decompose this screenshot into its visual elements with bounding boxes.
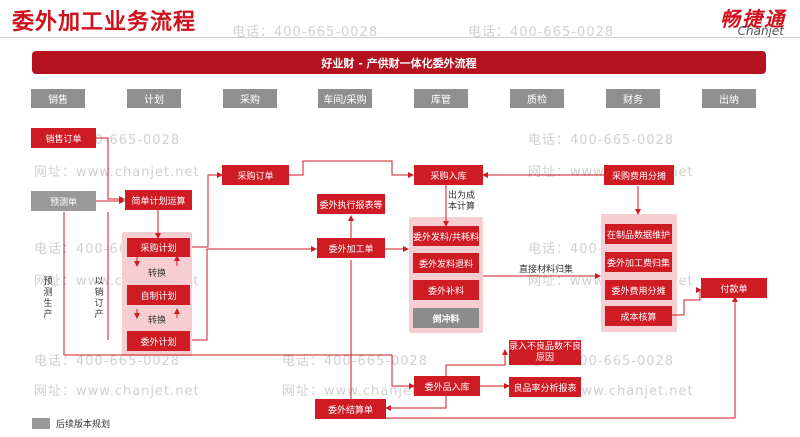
- outsource-settlement-box[interactable]: 委外结算单: [315, 399, 386, 419]
- dept-cashier: 出纳: [702, 89, 756, 108]
- processing-fee-box[interactable]: 委外加工费归集: [605, 252, 672, 272]
- write-off-material-box[interactable]: 倒冲料: [413, 308, 479, 328]
- legend-swatch: [32, 418, 50, 429]
- flow-banner: 好业财 - 产供财一体化委外流程: [32, 51, 766, 74]
- dept-planning: 计划: [127, 89, 181, 108]
- watermark-phone: 电话：400-665-0028: [468, 25, 615, 40]
- brand-logo-en: Chanjet: [737, 24, 784, 38]
- fee-allocation-box[interactable]: 委外费用分摊: [605, 280, 672, 300]
- self-plan-box[interactable]: 自制计划: [127, 285, 190, 305]
- wip-maintenance-box[interactable]: 在制品数据维护: [605, 224, 672, 244]
- sales-order-box[interactable]: 销售订单: [31, 128, 96, 148]
- forecast-production-label: 预测生产: [43, 277, 53, 320]
- forecast-box[interactable]: 预测单: [31, 191, 96, 211]
- purchase-plan-box[interactable]: 采购计划: [127, 238, 190, 257]
- dept-purchasing: 采购: [223, 89, 277, 108]
- outsource-report-box[interactable]: 委外执行报表等: [317, 194, 385, 214]
- dept-warehouse: 库管: [414, 89, 468, 108]
- outsource-plan-box[interactable]: 委外计划: [127, 331, 190, 351]
- convert-label: 转换: [148, 269, 167, 279]
- outsource-receipt-box[interactable]: 委外品入库: [414, 376, 480, 396]
- dept-quality: 质检: [510, 89, 564, 108]
- watermark-phone: 电话：400-665-0028: [232, 25, 379, 40]
- direct-material-label: 直接材料归集: [519, 265, 574, 275]
- outsource-order-box[interactable]: 委外加工单: [317, 238, 385, 258]
- watermark-phone: 电话：400-665-0028: [34, 354, 181, 369]
- supplement-material-box[interactable]: 委外补料: [413, 280, 479, 300]
- brand-logo-cn: 畅捷通: [720, 7, 786, 31]
- convert-label: 转换: [148, 316, 167, 326]
- dept-sales: 销售: [31, 89, 85, 108]
- cost-accounting-box[interactable]: 成本核算: [605, 306, 672, 326]
- order-production-label: 以销订产: [94, 277, 104, 320]
- header-divider: [0, 37, 800, 38]
- watermark-website: 网址：www.chanjet.net: [282, 384, 448, 399]
- dept-finance: 财务: [606, 89, 660, 108]
- watermark-website: 网址：www.chanjet.net: [34, 384, 200, 399]
- watermark-phone: 电话：400-665-0028: [528, 133, 675, 148]
- issue-material-box[interactable]: 委外发料/共耗料: [413, 226, 479, 246]
- yield-report-box[interactable]: 良品率分析报表: [509, 377, 581, 397]
- legend-label: 后续版本规划: [56, 420, 111, 430]
- dept-workshop: 车间/采购: [318, 89, 372, 108]
- defective-entry-box[interactable]: 录入不良品数不良原因: [509, 340, 581, 365]
- page-title: 委外加工业务流程: [12, 10, 197, 35]
- cost-calc-label: 出为成本计算: [448, 191, 476, 212]
- purchase-receipt-box[interactable]: 采购入库: [414, 165, 483, 185]
- simple-plan-box[interactable]: 简单计划运算: [125, 190, 192, 210]
- payment-box[interactable]: 付款单: [701, 278, 767, 298]
- watermark-phone: 电话：400-665-0028: [282, 354, 429, 369]
- watermark-website: 网址：www.chanjet.net: [34, 165, 200, 180]
- cost-allocation-box[interactable]: 采购费用分摊: [604, 165, 674, 185]
- purchase-order-box[interactable]: 采购订单: [222, 165, 289, 185]
- return-material-box[interactable]: 委外发料退料: [413, 253, 479, 273]
